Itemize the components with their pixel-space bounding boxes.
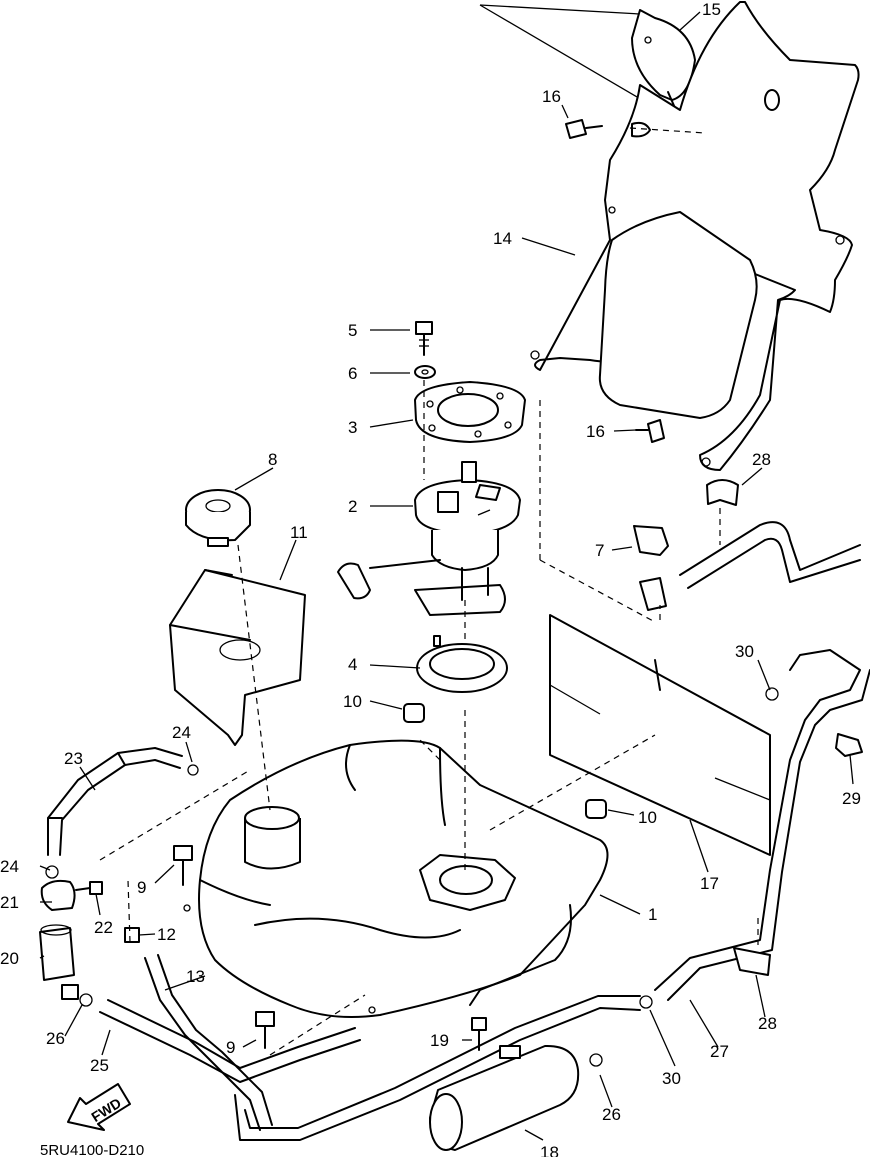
part-16-clip-upper bbox=[565, 119, 651, 139]
leader-lines bbox=[39, 11, 854, 1141]
part-2-fuel-pump bbox=[337, 461, 521, 616]
part-9-bolt-upper bbox=[173, 845, 193, 886]
callout-22: 22 bbox=[94, 918, 113, 937]
callout-21: 21 bbox=[0, 893, 19, 912]
callout-20: 20 bbox=[0, 949, 19, 968]
callout-5: 5 bbox=[348, 321, 357, 340]
part-20-filter bbox=[39, 924, 79, 1000]
callout-28b: 28 bbox=[758, 1014, 777, 1033]
callout-29: 29 bbox=[842, 789, 861, 808]
callout-11: 11 bbox=[290, 523, 308, 542]
callout-3: 3 bbox=[348, 418, 357, 437]
callout-18: 18 bbox=[540, 1143, 559, 1157]
part-18-fuel-filter bbox=[429, 1044, 580, 1151]
callout-1: 1 bbox=[648, 905, 657, 924]
part-10-grommet-upper bbox=[403, 703, 425, 723]
small-clips bbox=[45, 687, 779, 1067]
callout-14: 14 bbox=[493, 229, 512, 248]
callout-30b: 30 bbox=[662, 1069, 681, 1088]
callout-25: 25 bbox=[90, 1056, 109, 1075]
callout-30a: 30 bbox=[735, 642, 754, 661]
callout-17: 17 bbox=[700, 874, 719, 893]
callout-12: 12 bbox=[157, 925, 176, 944]
part-16-clip-lower bbox=[635, 419, 665, 443]
callout-16b: 16 bbox=[586, 422, 605, 441]
callout-9b: 9 bbox=[226, 1038, 235, 1057]
callout-23: 23 bbox=[64, 749, 83, 768]
part-28-clamp-lower bbox=[733, 947, 771, 976]
part-4-ring bbox=[416, 635, 508, 693]
callout-15: 15 bbox=[702, 0, 721, 19]
part-25-hose bbox=[99, 995, 641, 1141]
callout-8: 8 bbox=[268, 450, 277, 469]
fwd-arrow: FWD bbox=[67, 1083, 131, 1131]
callout-26a: 26 bbox=[46, 1029, 65, 1048]
part-17-plate bbox=[549, 614, 771, 856]
part-14-panel bbox=[530, 1, 860, 471]
callout-2: 2 bbox=[348, 497, 357, 516]
callout-10a: 10 bbox=[343, 692, 362, 711]
part-15-cover bbox=[479, 4, 696, 129]
part-29-fitting bbox=[835, 733, 863, 757]
upper-right-hose bbox=[679, 521, 861, 589]
part-9-bolt-lower bbox=[255, 1011, 275, 1049]
callout-24b: 24 bbox=[0, 857, 19, 876]
part-6-washer bbox=[414, 365, 436, 379]
part-11-tray bbox=[169, 569, 306, 746]
part-7-connector bbox=[633, 525, 669, 611]
callout-9a: 9 bbox=[137, 878, 146, 897]
part-22-screw bbox=[75, 881, 103, 895]
part-10-grommet-lower bbox=[585, 799, 607, 819]
callout-24a: 24 bbox=[172, 723, 191, 742]
part-8-cap bbox=[185, 489, 251, 547]
part-12-joint bbox=[124, 927, 140, 943]
callout-28a: 28 bbox=[752, 450, 771, 469]
callout-19: 19 bbox=[430, 1031, 449, 1050]
part-5-bolt bbox=[415, 321, 433, 356]
callout-10b: 10 bbox=[638, 808, 657, 827]
assembly-lines bbox=[99, 127, 759, 1056]
part-21-clamp bbox=[40, 879, 76, 911]
part-28-clamp-upper bbox=[706, 479, 739, 506]
callout-4: 4 bbox=[348, 655, 357, 674]
callout-16a: 16 bbox=[542, 87, 561, 106]
callout-6: 6 bbox=[348, 364, 357, 383]
part-3-plate bbox=[414, 381, 526, 443]
part-19-bolt bbox=[471, 1017, 487, 1051]
callout-26b: 26 bbox=[602, 1105, 621, 1124]
callout-13: 13 bbox=[186, 967, 205, 986]
part-27-hose bbox=[654, 649, 870, 1001]
diagram-code: 5RU4100-D210 bbox=[40, 1142, 144, 1157]
callout-7: 7 bbox=[595, 541, 604, 560]
part-1-fuel-tank bbox=[183, 739, 609, 1019]
part-23-hose bbox=[47, 747, 183, 856]
callout-27: 27 bbox=[710, 1042, 729, 1061]
